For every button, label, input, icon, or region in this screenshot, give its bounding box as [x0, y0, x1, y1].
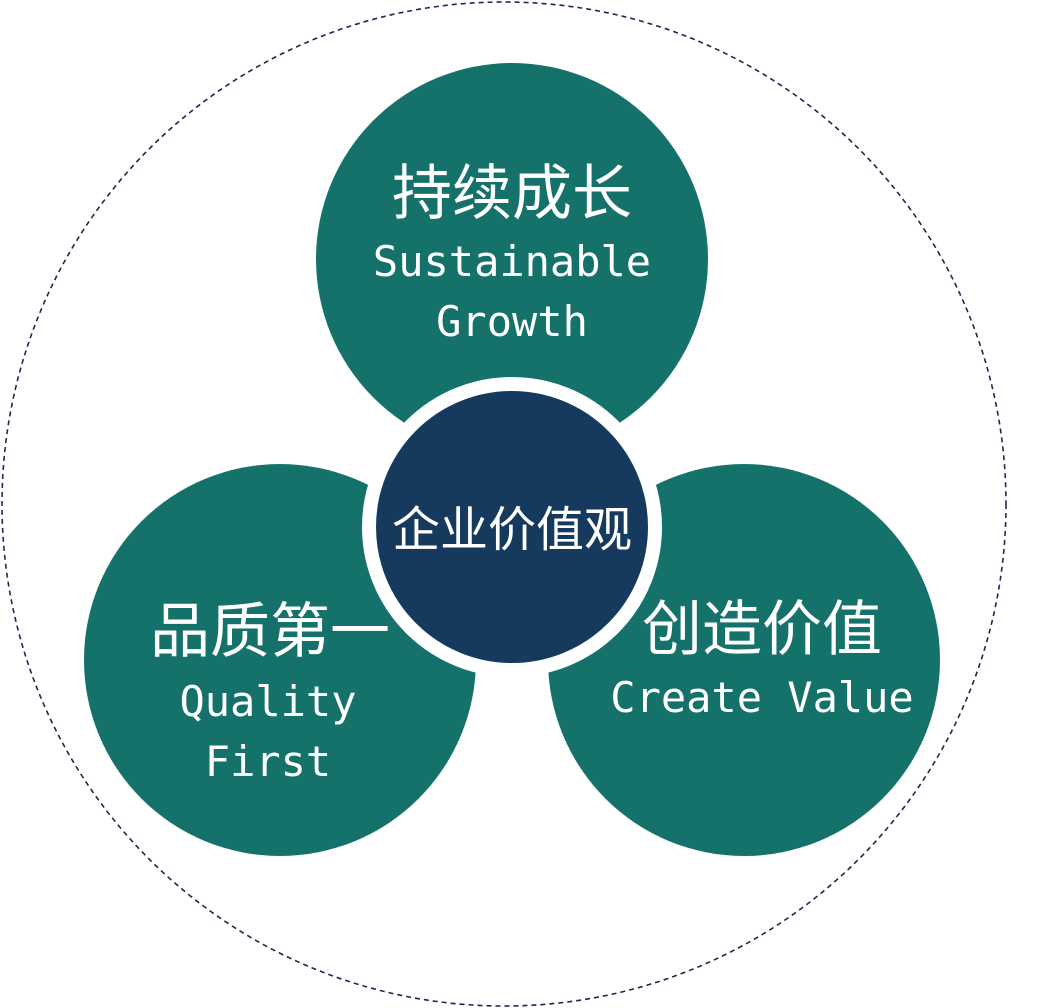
center-circle	[362, 377, 662, 677]
value-title-en: Create Value	[610, 673, 913, 722]
value-circle-sustainable-growth	[316, 63, 708, 455]
value-title-cn: 持续成长	[392, 159, 632, 229]
value-title-en: First	[205, 737, 331, 786]
value-title-cn: 品质第一	[150, 597, 390, 667]
value-title-en: Sustainable	[373, 237, 651, 286]
value-title-en: Growth	[436, 297, 588, 346]
value-title-cn: 创造价值	[642, 595, 882, 665]
value-title-en: Quality	[179, 677, 356, 726]
center-label: 企业价值观	[392, 502, 632, 558]
outer-dashed-circle	[1, 1, 1007, 1007]
